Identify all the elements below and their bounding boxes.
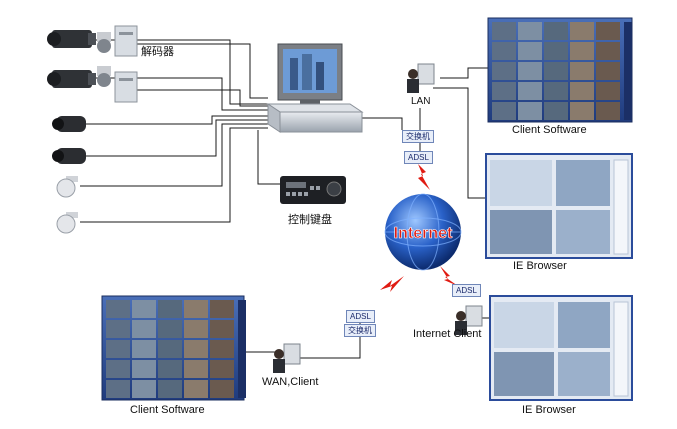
video-thumbnail [492,102,516,120]
video-thumbnail [492,82,516,100]
video-thumbnail [492,62,516,80]
lightning-left [380,276,404,292]
ptz-camera-2 [97,66,111,87]
switch-tag-left: 交换机 [344,324,376,337]
video-thumbnail [184,300,208,318]
video-thumbnail [132,360,156,378]
video-thumbnail [158,320,182,338]
video-thumbnail [544,42,568,60]
video-thumbnail [492,42,516,60]
video-thumbnail [158,340,182,358]
lan-label: LAN [411,96,431,107]
internet-client-label: Internet Client [413,328,482,340]
video-thumbnail [106,340,130,358]
control-keyboard [280,176,346,204]
video-thumbnail [106,300,130,318]
lightning-bolts [380,164,458,292]
decoder-box-1 [114,25,138,57]
video-thumbnail [106,360,130,378]
internet-text: Internet [394,225,453,242]
keyboard-label: 控制键盘 [288,214,332,226]
video-thumbnail [544,102,568,120]
video-thumbnail [210,380,234,398]
adsl-tag-right: ADSL [452,284,481,297]
internet-globe: Internet [384,193,462,271]
video-thumbnail [210,320,234,338]
video-thumbnail [210,300,234,318]
ie-browser-bottom-label: IE Browser [522,404,576,416]
ie-browser-screen-bottom [489,295,633,401]
video-thumbnail [492,22,516,40]
video-thumbnail [210,340,234,358]
video-thumbnail [596,62,620,80]
switch-tag-top: 交换机 [402,130,434,143]
ptz-camera-1 [97,32,111,53]
video-thumbnail [132,320,156,338]
client-software-screen-bottom [101,295,246,401]
decoder-box-2 [114,71,138,103]
video-thumbnail [132,380,156,398]
lightning-right [440,266,458,286]
internet-client-person [455,305,483,335]
video-thumbnail [158,360,182,378]
box-camera-1 [47,30,96,48]
video-thumbnail [570,22,594,40]
video-thumbnail [184,340,208,358]
adsl-tag-left: ADSL [346,310,375,323]
ie-browser-mid-label: IE Browser [513,260,567,272]
video-thumbnail [570,82,594,100]
client-software-screen-top [487,17,633,123]
video-thumbnail [596,82,620,100]
control-panel [624,22,632,120]
lightning-top [418,164,430,190]
video-thumbnail [158,380,182,398]
dome-camera-1 [56,176,78,198]
client-software-top-label: Client Software [512,124,587,136]
connection-lines [80,39,490,359]
video-thumbnail [184,380,208,398]
adsl-tag-top: ADSL [404,151,433,164]
video-thumbnail [518,22,542,40]
video-thumbnail [518,102,542,120]
box-camera-2 [47,70,96,88]
video-thumbnail [596,42,620,60]
video-thumbnail [544,82,568,100]
dome-camera-2 [56,212,78,234]
dvr-recorder [266,103,364,133]
video-thumbnail [518,62,542,80]
video-thumbnail [518,82,542,100]
video-thumbnail [544,22,568,40]
video-thumbnail [210,360,234,378]
video-thumbnail [596,102,620,120]
video-thumbnail [570,102,594,120]
video-thumbnail [518,42,542,60]
bullet-camera-1 [52,116,86,132]
dvr-monitor [277,43,343,105]
video-thumbnail [132,340,156,358]
video-thumbnail [106,320,130,338]
decoder-label: 解码器 [141,46,174,58]
video-thumbnail [132,300,156,318]
video-thumbnail [184,360,208,378]
video-thumbnail [106,380,130,398]
video-thumbnail [570,42,594,60]
bullet-camera-2 [52,148,86,164]
video-thumbnail [544,62,568,80]
video-thumbnail [184,320,208,338]
video-thumbnail [596,22,620,40]
wan-client-label: WAN,Client [262,376,319,388]
client-software-bottom-label: Client Software [130,404,205,416]
ie-browser-screen-mid [485,153,633,259]
wan-client-person [273,343,301,373]
video-thumbnail [158,300,182,318]
control-panel [238,300,246,398]
lan-client-person [407,63,435,93]
video-thumbnail [570,62,594,80]
